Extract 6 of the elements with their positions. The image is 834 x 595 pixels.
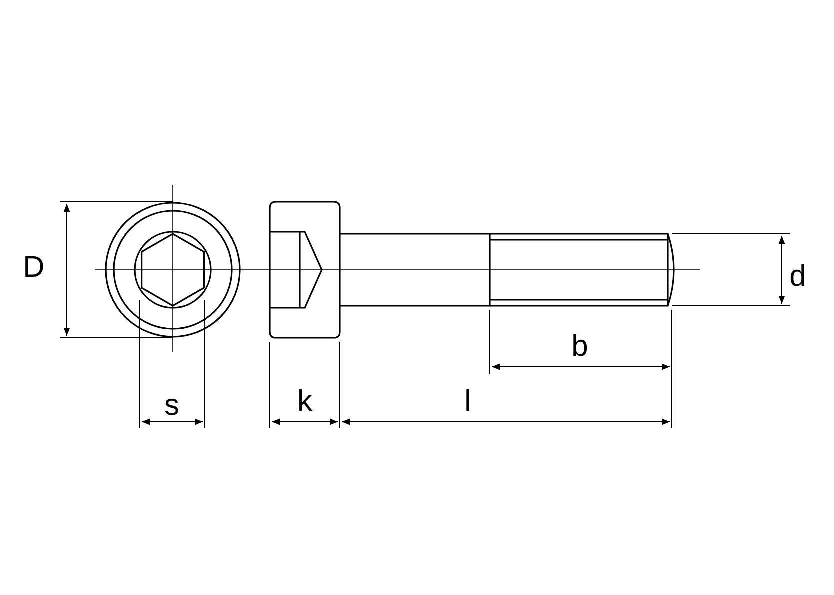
dimension-label: k	[298, 387, 312, 417]
dimension-label: d	[790, 262, 806, 292]
dimension-label: l	[464, 387, 472, 417]
dimension-label: D	[23, 253, 45, 283]
dimension-label: b	[572, 332, 588, 362]
dimension-label: s	[164, 391, 180, 421]
